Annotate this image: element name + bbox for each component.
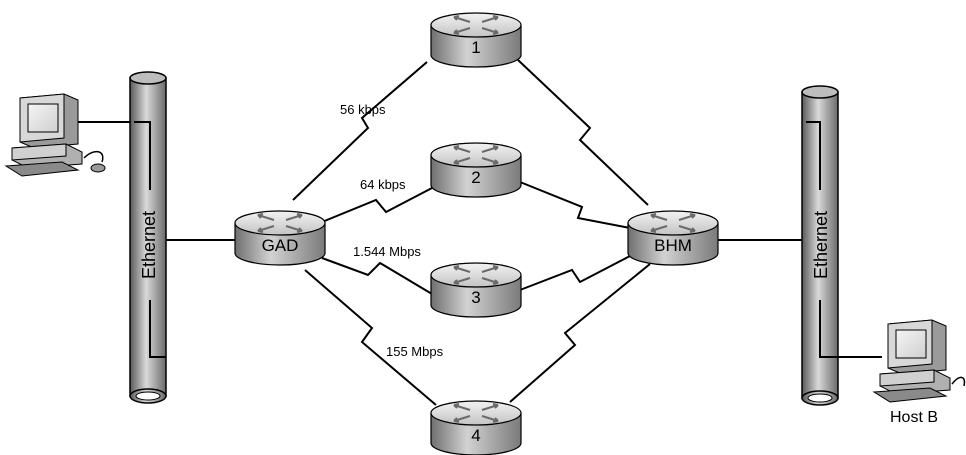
left-segment-label: Ethernet [139, 211, 159, 279]
link-gad-r1 [292, 61, 428, 201]
link-r2-bhm [519, 181, 631, 229]
router-label-r3: 3 [471, 288, 480, 307]
link-gad-r3 [321, 257, 433, 295]
router-r1: 1 [430, 12, 522, 68]
router-r4: 4 [430, 400, 522, 455]
router-icon [430, 262, 522, 318]
link-r3-bhm [519, 255, 631, 291]
router-label-r1: 1 [471, 38, 480, 57]
host-b-label: Host B [890, 409, 938, 426]
workstation-icon [4, 93, 106, 177]
router-icon [234, 210, 326, 266]
router-icon [627, 210, 719, 266]
link-label-gad-r1: 56 kbps [340, 102, 386, 117]
router-gad: GAD [234, 210, 326, 266]
right-segment-label: Ethernet [811, 211, 831, 279]
link-gad-r4 [304, 269, 437, 406]
link-label-gad-r4: 155 Mbps [386, 344, 444, 359]
router-bhm: BHM [627, 210, 719, 266]
router-label-r4: 4 [471, 426, 480, 445]
router-r2: 2 [430, 142, 522, 198]
link-label-gad-r2: 64 kbps [360, 177, 406, 192]
router-r3: 3 [430, 262, 522, 318]
router-label-gad: GAD [262, 236, 299, 255]
link-lines [78, 59, 882, 406]
link-r4-bhm [509, 263, 651, 403]
link-label-gad-r3: 1.544 Mbps [353, 244, 421, 259]
ethernet-segment-icon: Ethernet [801, 85, 839, 406]
link-gad-r2 [321, 187, 433, 223]
ethernet-segment-icon: Ethernet [129, 71, 167, 404]
workstation-icon [872, 319, 966, 403]
router-icon [430, 142, 522, 198]
router-label-r2: 2 [471, 168, 480, 187]
link-r1-bhm [517, 59, 649, 206]
router-icon [430, 12, 522, 68]
router-label-bhm: BHM [654, 236, 692, 255]
